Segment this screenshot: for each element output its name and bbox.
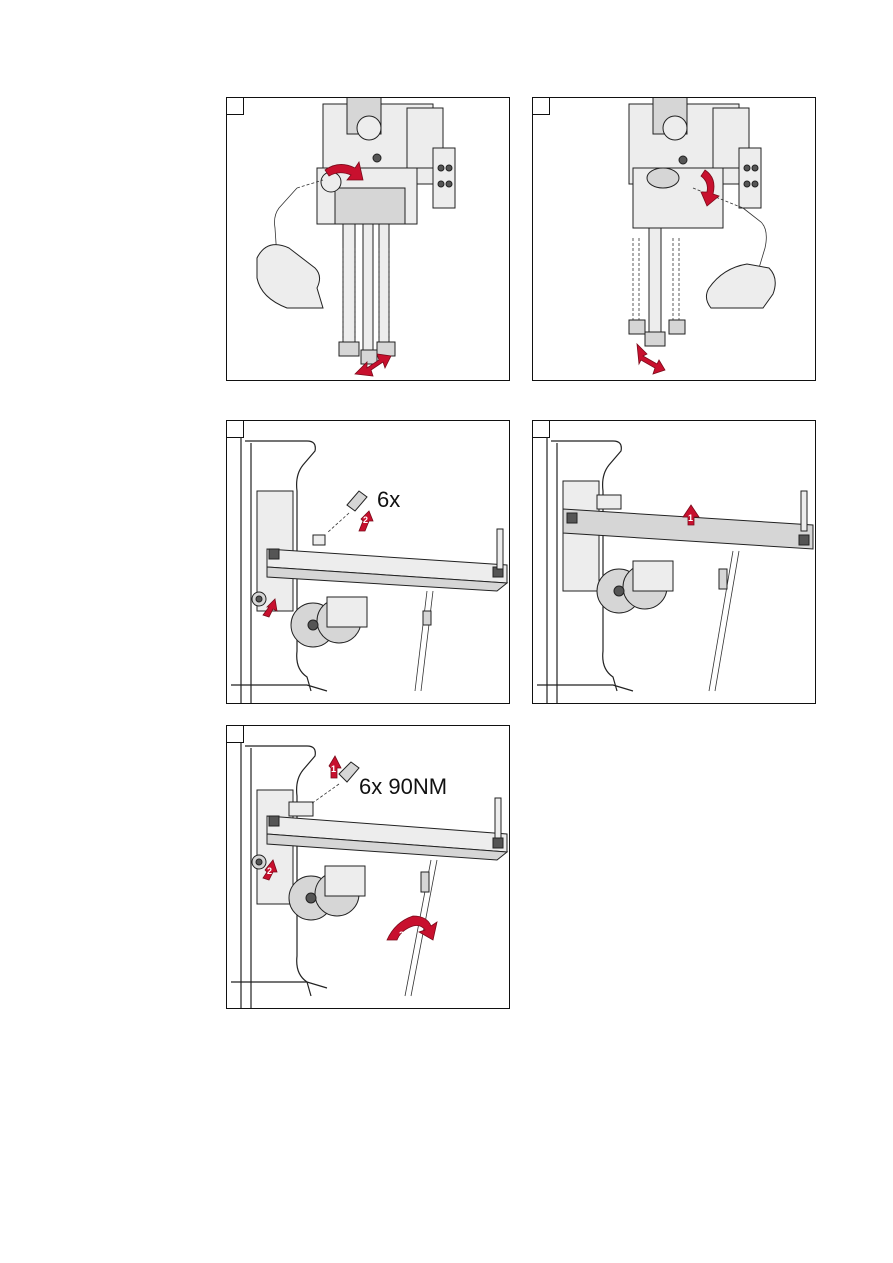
illustration-3: 2	[227, 421, 510, 704]
figure-panel-4: 1	[532, 420, 816, 704]
nut	[252, 855, 266, 869]
frame	[231, 742, 327, 1009]
figure-panel-5: 1 2 3 6x 90NM	[226, 725, 510, 1009]
svg-text:2: 2	[363, 515, 368, 525]
hand-with-hex-key	[257, 180, 323, 308]
quantity-label: 6x	[377, 487, 400, 513]
illustration-2	[533, 98, 816, 381]
motor-assembly	[291, 597, 367, 647]
illustration-1	[227, 98, 510, 381]
figure-panel-2	[532, 97, 816, 381]
hose	[415, 591, 433, 691]
svg-text:2: 2	[267, 866, 272, 876]
crossbeam	[267, 529, 507, 591]
figure-panel-1	[226, 97, 510, 381]
svg-text:1: 1	[688, 513, 693, 523]
rotate-arrow	[387, 916, 437, 940]
hose	[709, 551, 739, 691]
illustration-5: 1 2 3	[227, 726, 510, 1009]
crossbeam	[267, 798, 507, 860]
motor-assembly	[289, 866, 365, 920]
torque-label: 6x 90NM	[359, 774, 447, 800]
svg-text:1: 1	[331, 764, 336, 774]
rods	[629, 228, 685, 346]
rods	[339, 224, 395, 364]
valve-block	[317, 98, 455, 224]
figure-panel-3: 2 6x	[226, 420, 510, 704]
motor-assembly	[597, 561, 673, 613]
illustration-4: 1	[533, 421, 816, 704]
svg-text:3: 3	[399, 930, 404, 940]
valve-block	[629, 98, 761, 228]
double-arrow	[637, 344, 665, 374]
nut	[252, 592, 266, 606]
